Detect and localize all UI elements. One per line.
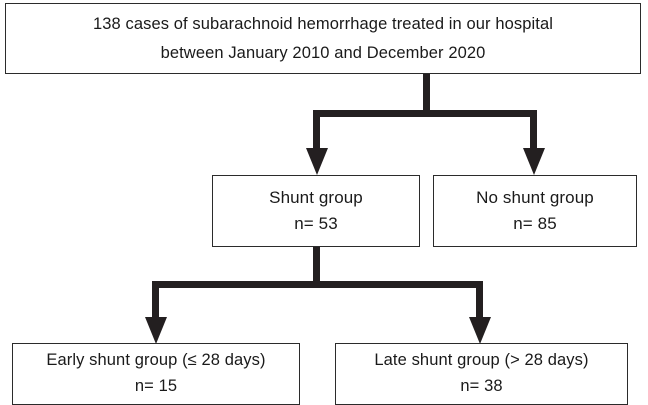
node-no-shunt-group-count: n= 85 <box>513 214 557 233</box>
connector-stem-shunt <box>313 247 320 286</box>
node-shunt-group: Shunt group n= 53 <box>212 175 420 247</box>
connector-drop-to-late-shunt <box>476 281 483 318</box>
node-no-shunt-group-label: No shunt group <box>476 187 594 207</box>
arrowhead-to-no-shunt-icon <box>522 148 545 175</box>
node-total-cases: 138 cases of subarachnoid hemorrhage tre… <box>5 3 641 74</box>
node-early-shunt-group: Early shunt group (≤ 28 days) n= 15 <box>12 343 300 405</box>
arrowhead-to-shunt-icon <box>305 148 328 175</box>
node-early-shunt-group-label: Early shunt group (≤ 28 days) <box>46 351 266 370</box>
connector-stem-total <box>423 74 430 113</box>
node-late-shunt-group: Late shunt group (> 28 days) n= 38 <box>335 343 628 405</box>
node-total-cases-line2: between January 2010 and December 2020 <box>160 43 486 62</box>
node-late-shunt-group-count: n= 38 <box>460 377 503 395</box>
connector-bar-shunt-split <box>152 281 483 288</box>
connector-bar-total-split <box>313 110 537 117</box>
node-late-shunt-group-label: Late shunt group (> 28 days) <box>374 351 589 370</box>
connector-drop-to-no-shunt <box>530 110 537 148</box>
arrowhead-to-late-shunt-icon <box>468 317 491 344</box>
node-no-shunt-group: No shunt group n= 85 <box>433 175 637 247</box>
connector-drop-to-shunt <box>313 110 320 148</box>
node-total-cases-line1: 138 cases of subarachnoid hemorrhage tre… <box>92 15 554 34</box>
arrowhead-to-early-shunt-icon <box>144 317 167 344</box>
connector-drop-to-early-shunt <box>152 281 159 318</box>
node-early-shunt-group-count: n= 15 <box>134 377 178 395</box>
node-shunt-group-count: n= 53 <box>294 214 338 233</box>
node-shunt-group-label: Shunt group <box>269 187 363 207</box>
